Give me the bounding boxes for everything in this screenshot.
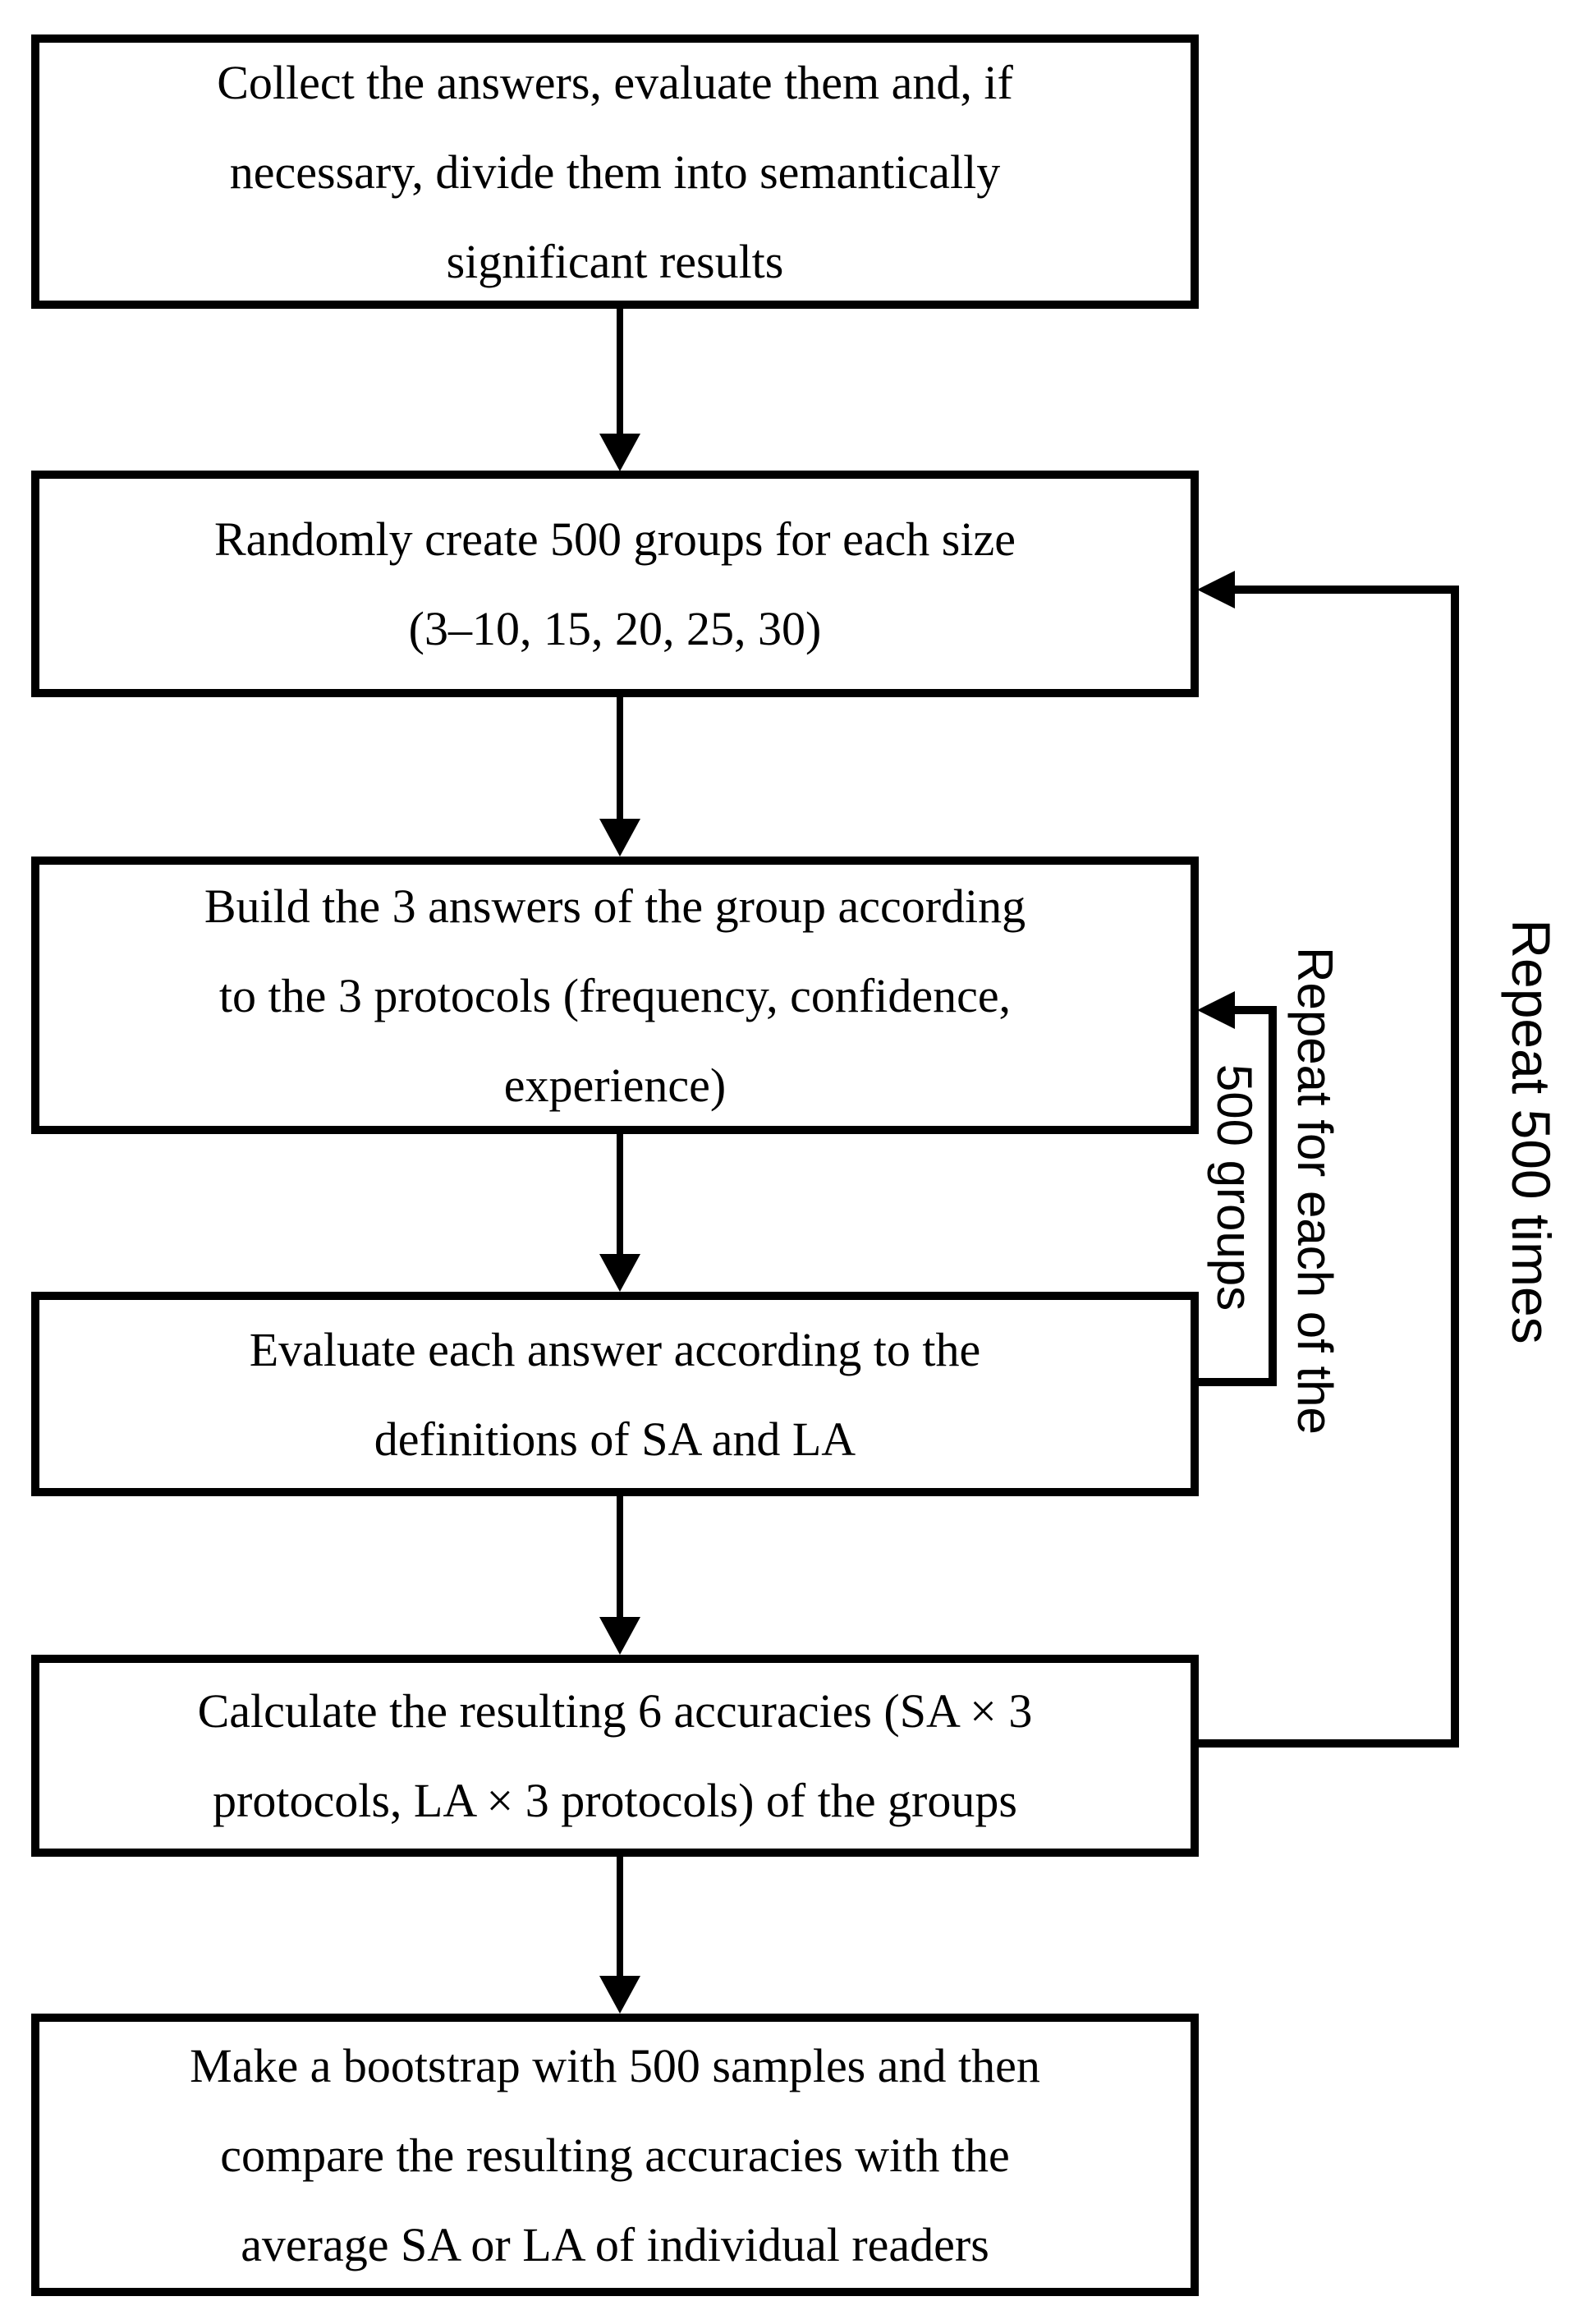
outer-loop-top-line (1233, 586, 1459, 594)
arrow-build-to-evaluate-arrowhead-icon (599, 1254, 640, 1292)
flow-box-collect-answers: Collect the answers, evaluate them and, … (31, 34, 1199, 309)
inner-loop-bottom-line (1197, 1378, 1277, 1386)
outer-loop-vertical-line (1451, 586, 1459, 1748)
flow-box-text-line: necessary, divide them into semantically (229, 145, 1001, 199)
inner-loop-label-line-2: 500 groups (1207, 1063, 1262, 1311)
arrow-calculate-to-bootstrap-arrowhead-icon (599, 1976, 640, 2014)
arrow-collect-to-create-arrowhead-icon (599, 434, 640, 471)
flow-box-create-groups: Randomly create 500 groups for each size… (31, 471, 1199, 697)
flow-box-evaluate-answers: Evaluate each answer according to the de… (31, 1292, 1199, 1496)
flow-box-text-line: experience) (503, 1058, 727, 1112)
flow-box-text-line: Evaluate each answer according to the (249, 1322, 981, 1376)
arrow-evaluate-to-calculate-arrowhead-icon (599, 1617, 640, 1655)
flow-box-text-line: Make a bootstrap with 500 samples and th… (190, 2038, 1040, 2092)
arrow-calculate-to-bootstrap-line (617, 1857, 623, 1977)
flow-box-text-line: compare the resulting accuracies with th… (220, 2128, 1010, 2182)
arrow-collect-to-create-line (617, 305, 623, 437)
flow-box-text-line: (3–10, 15, 20, 25, 30) (408, 602, 822, 655)
flow-box-text-line: Collect the answers, evaluate them and, … (217, 55, 1013, 109)
inner-loop-label-line-1: Repeat for each of the (1287, 947, 1342, 1435)
flow-box-text-line: definitions of SA and LA (374, 1412, 856, 1466)
flow-box-text-line: protocols, LA × 3 protocols) of the grou… (213, 1774, 1017, 1827)
flow-box-text-line: Calculate the resulting 6 accuracies (SA… (197, 1684, 1033, 1738)
flow-box-build-answers: Build the 3 answers of the group accordi… (31, 857, 1199, 1134)
flow-box-text-line: Randomly create 500 groups for each size (214, 512, 1016, 566)
outer-loop-arrowhead-icon (1197, 571, 1235, 609)
inner-loop-top-line (1233, 1006, 1277, 1014)
arrow-evaluate-to-calculate-line (617, 1496, 623, 1619)
flow-box-bootstrap-compare: Make a bootstrap with 500 samples and th… (31, 2014, 1199, 2296)
flow-box-text-line: average SA or LA of individual readers (241, 2217, 989, 2271)
flow-box-text-line: to the 3 protocols (frequency, confidenc… (218, 968, 1012, 1022)
outer-loop-label: Repeat 500 times (1501, 919, 1562, 1344)
flow-box-text-line: Build the 3 answers of the group accordi… (204, 879, 1026, 933)
flow-box-calculate-accuracies: Calculate the resulting 6 accuracies (SA… (31, 1655, 1199, 1857)
arrow-create-to-build-arrowhead-icon (599, 819, 640, 857)
inner-loop-vertical-line (1269, 1006, 1277, 1386)
outer-loop-bottom-line (1197, 1739, 1459, 1748)
arrow-build-to-evaluate-line (617, 1134, 623, 1256)
flow-box-text-line: significant results (446, 234, 784, 288)
arrow-create-to-build-line (617, 697, 623, 822)
inner-loop-arrowhead-icon (1197, 991, 1235, 1029)
